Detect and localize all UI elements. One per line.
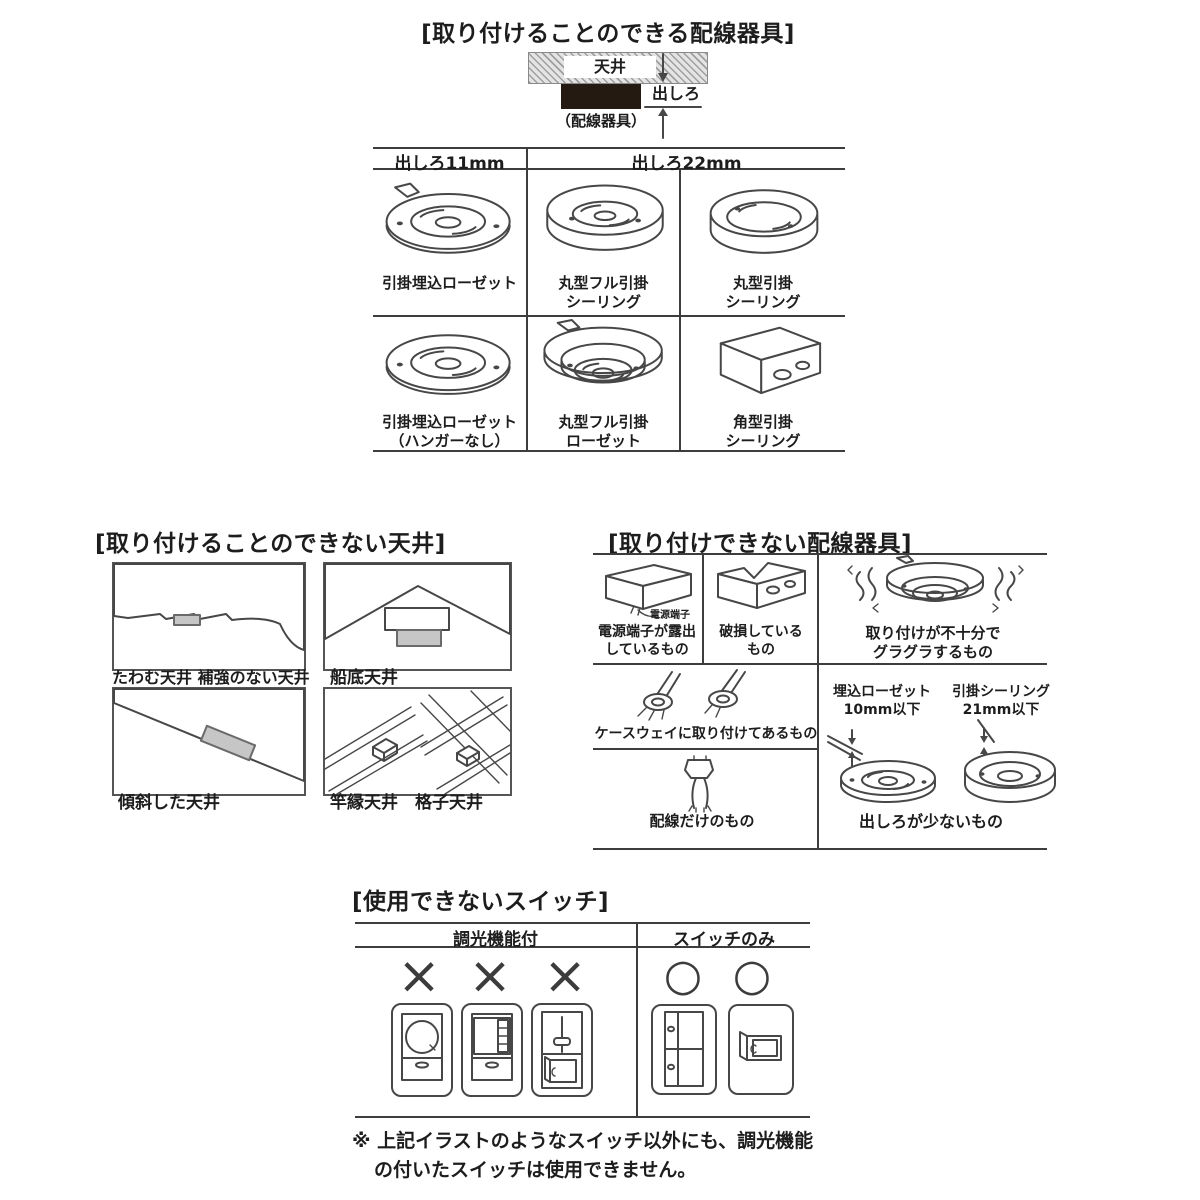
panel-caption: 船底天井: [330, 668, 398, 688]
ng-mark: ×: [543, 946, 587, 1006]
terminal-pointer-label: 電源端子: [650, 610, 690, 621]
low-protrusion-rosette-illustration: [826, 722, 938, 810]
fixture-caption: 丸型引掛 シーリング: [725, 274, 801, 311]
rafter-and-lattice-ceiling-illustration: [323, 687, 512, 796]
bad-device-caption: 配線だけのもの: [649, 812, 755, 830]
double-flat-switch-illustration: [650, 1003, 718, 1096]
fixture-caption: 角型引掛 シーリング: [725, 413, 801, 450]
wiring-only-illustration: [670, 754, 730, 812]
table-divider: [679, 170, 681, 452]
footnote-line2: の付いたスイッチは使用できません。: [374, 1159, 697, 1181]
panel-caption: たわむ天井 補強のない天井: [112, 668, 310, 687]
hook-embedded-rosette-no-hanger-illustration: [379, 321, 521, 411]
ok-mark: ○: [732, 950, 772, 1001]
round-full-hook-rosette-illustration: [534, 317, 676, 413]
round-full-hook-ceiling-illustration: [534, 173, 676, 269]
table-divider: [702, 553, 704, 665]
footnote-line1: ※ 上記イラストのようなスイッチ以外にも、調光機能: [352, 1130, 814, 1152]
table-rule: [593, 848, 1047, 850]
device-black-box: [561, 84, 641, 109]
ship-bottom-ceiling-illustration: [323, 562, 512, 671]
table-divider: [817, 553, 819, 850]
slider-dimmer-switch-illustration: [530, 1002, 594, 1098]
col-header-22mm: 出しろ22mm: [631, 154, 742, 174]
protrusion-dimension-arrows: [643, 50, 713, 145]
low-protrusion-ceiling-illustration: [948, 718, 1060, 810]
low-protrusion-label-ceiling: 引掛シーリング 21mm以下: [952, 684, 1050, 718]
exposed-terminal-device-illustration: [598, 560, 698, 622]
table-rule: [373, 315, 845, 317]
rotary-dimmer-switch-illustration: [390, 1002, 454, 1098]
table-rule: [373, 168, 845, 170]
bad-devices-section-title: [取り付けできない配線器具]: [608, 531, 913, 557]
step-dimmer-switch-illustration: [460, 1002, 524, 1098]
ok-mark: ○: [663, 950, 703, 1001]
bad-ceilings-section-title: [取り付けることのできない天井]: [95, 531, 446, 557]
fixture-caption: 丸型フル引掛 シーリング: [558, 274, 649, 311]
col-header-dimmer: 調光機能付: [453, 930, 538, 950]
table-rule: [593, 748, 819, 750]
device-label: （配線器具）: [555, 112, 646, 130]
damaged-device-illustration: [708, 557, 812, 621]
caseway-device-illustration: [628, 670, 793, 726]
protrusion-diagram: 天井 （配線器具） 出しろ: [528, 50, 718, 145]
bad-device-caption: 取り付けが不十分で グラグラするもの: [865, 624, 1001, 661]
low-protrusion-caption: 出しろが少ないもの: [858, 812, 1003, 831]
fixture-caption: 引掛埋込ローゼット （ハンガーなし）: [381, 413, 517, 450]
bad-device-caption: 電源端子が露出 しているもの: [598, 624, 696, 658]
table-rule: [373, 450, 845, 452]
table-rule: [593, 553, 1047, 555]
table-rule: [355, 1116, 810, 1118]
table-divider: [526, 147, 528, 452]
loose-wobbly-device-illustration: [848, 556, 1023, 624]
fixture-caption: 丸型フル引掛 ローゼット: [558, 413, 649, 450]
ceiling-label: 天井: [564, 56, 656, 78]
ng-mark: ×: [468, 946, 512, 1006]
round-hook-ceiling-illustration: [695, 175, 833, 269]
table-rule: [355, 922, 810, 924]
attachable-section-title: [取り付けることのできる配線器具]: [421, 21, 795, 47]
panel-caption: 竿縁天井 格子天井: [330, 793, 483, 813]
table-rule: [355, 946, 810, 948]
sagging-ceiling-illustration: [112, 562, 306, 671]
bad-device-caption: ケースウェイに取り付けてあるもの: [594, 726, 818, 742]
protrusion-label: 出しろ: [651, 84, 700, 103]
col-header-11mm: 出しろ11mm: [394, 154, 505, 174]
bad-device-caption: 破損している もの: [719, 624, 803, 658]
square-hook-ceiling-illustration: [695, 319, 833, 411]
table-rule: [593, 663, 1047, 665]
hook-embedded-rosette-illustration: [379, 173, 521, 269]
ng-mark: ×: [397, 946, 441, 1006]
inclined-ceiling-illustration: [112, 687, 306, 796]
fixture-caption: 引掛埋込ローゼット: [381, 274, 517, 292]
panel-caption: 傾斜した天井: [118, 793, 220, 813]
col-header-switch-only: スイッチのみ: [673, 930, 775, 950]
attachable-table: 出しろ11mm 出しろ22mm: [373, 147, 845, 452]
low-protrusion-label-rosette: 埋込ローゼット 10mm以下: [833, 684, 931, 718]
table-rule: [373, 147, 845, 149]
single-rocker-switch-illustration: [727, 1003, 795, 1096]
table-divider: [636, 922, 638, 1118]
bad-switches-section-title: [使用できないスイッチ]: [352, 889, 610, 915]
